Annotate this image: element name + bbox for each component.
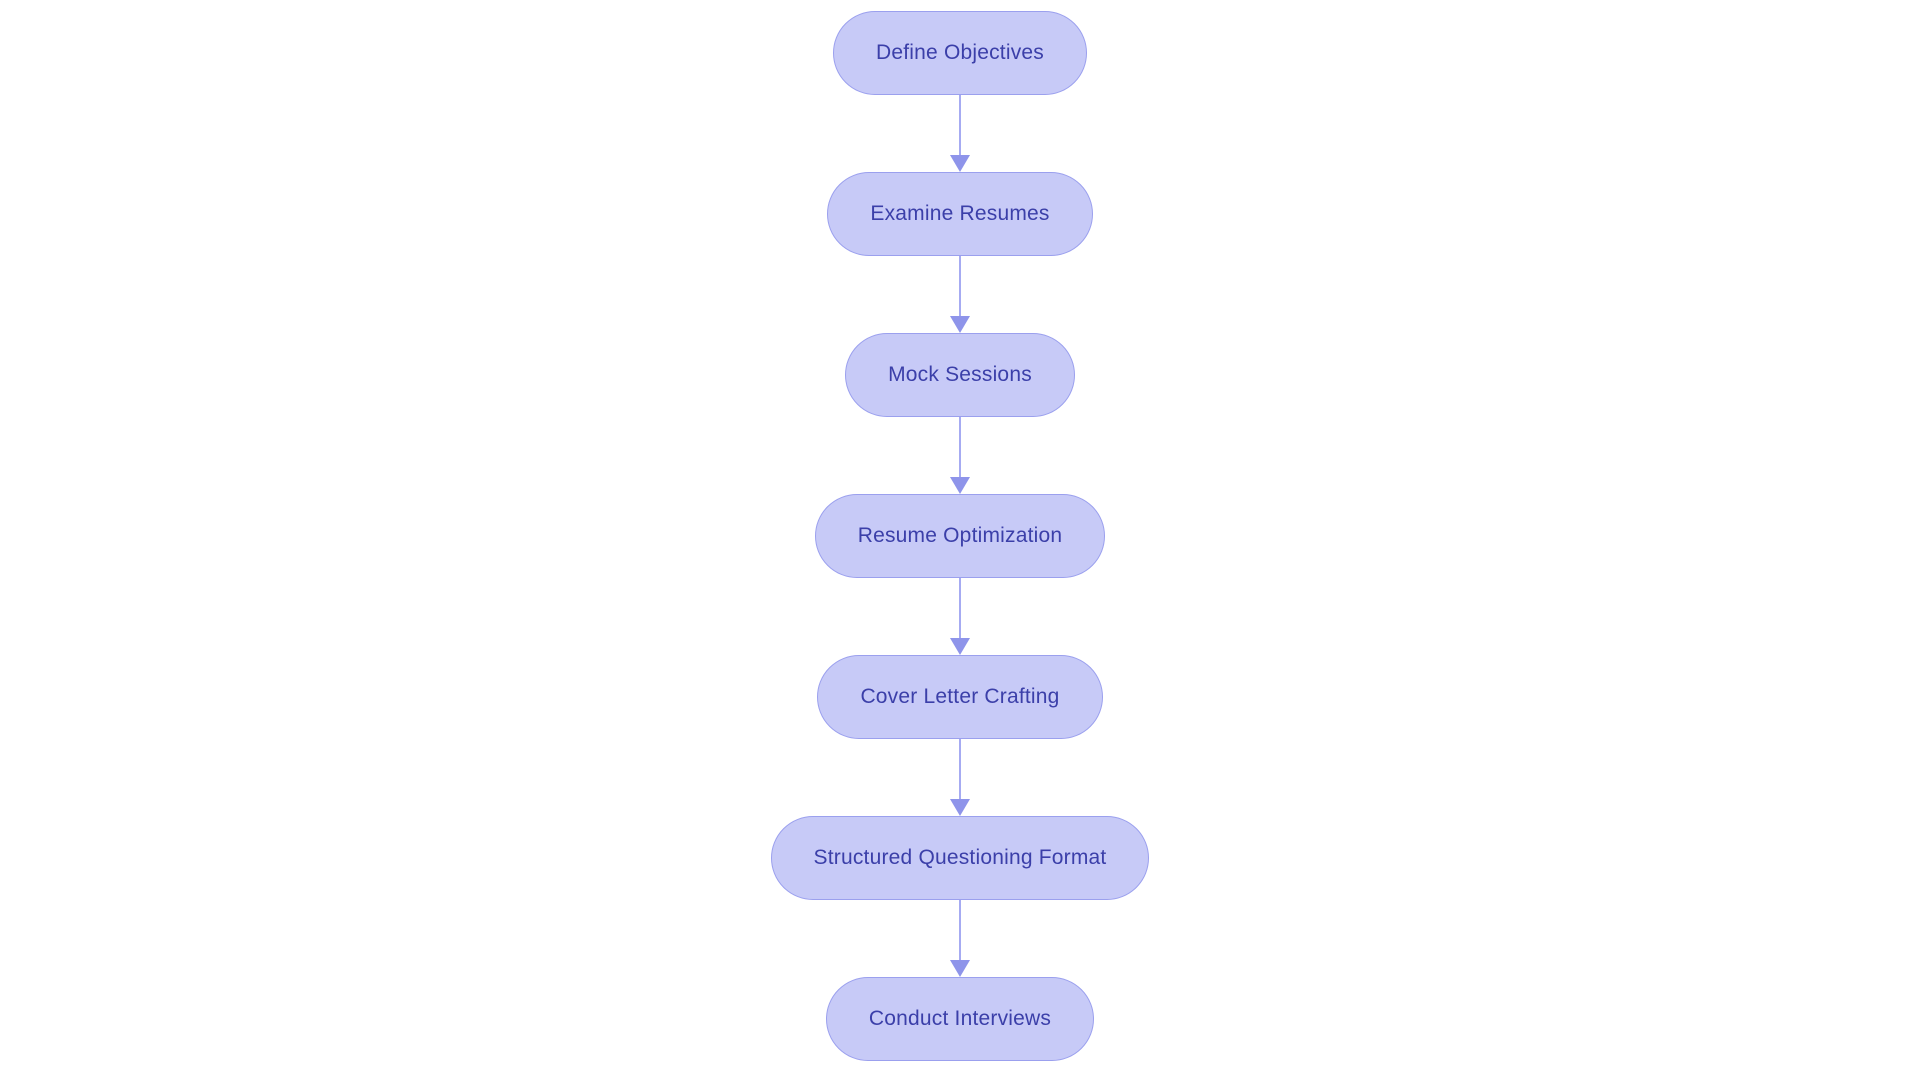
flow-node-conduct-interviews: Conduct Interviews	[825, 977, 1095, 1061]
node-label: Define Objectives	[876, 41, 1044, 64]
arrow-line	[958, 578, 962, 638]
node-label: Cover Letter Crafting	[860, 685, 1060, 708]
arrow-cover-letter-crafting-to-structured-questioning-format	[950, 739, 970, 816]
flow-node-define-objectives: Define Objectives	[833, 11, 1087, 95]
arrowhead-down-icon	[950, 477, 970, 494]
arrow-line	[958, 256, 962, 316]
arrowhead-down-icon	[950, 155, 970, 172]
arrowhead-down-icon	[950, 799, 970, 816]
flow-node-mock-sessions: Mock Sessions	[845, 333, 1075, 417]
flow-node-structured-questioning-format: Structured Questioning Format	[770, 816, 1150, 900]
node-label: Resume Optimization	[857, 524, 1063, 547]
arrowhead-down-icon	[950, 638, 970, 655]
flow-node-examine-resumes: Examine Resumes	[827, 172, 1093, 256]
node-label: Conduct Interviews	[868, 1007, 1052, 1030]
arrow-line	[958, 900, 962, 960]
arrow-line	[958, 95, 962, 155]
arrowhead-down-icon	[950, 960, 970, 977]
node-label: Examine Resumes	[870, 202, 1050, 225]
arrow-resume-optimization-to-cover-letter-crafting	[950, 578, 970, 655]
node-label: Structured Questioning Format	[813, 846, 1107, 869]
arrow-mock-sessions-to-resume-optimization	[950, 417, 970, 494]
flow-node-cover-letter-crafting: Cover Letter Crafting	[817, 655, 1103, 739]
arrow-define-objectives-to-examine-resumes	[950, 95, 970, 172]
arrow-structured-questioning-format-to-conduct-interviews	[950, 900, 970, 977]
arrow-line	[958, 739, 962, 799]
arrow-examine-resumes-to-mock-sessions	[950, 256, 970, 333]
arrowhead-down-icon	[950, 316, 970, 333]
flow-node-resume-optimization: Resume Optimization	[814, 494, 1106, 578]
arrow-line	[958, 417, 962, 477]
node-label: Mock Sessions	[888, 363, 1032, 386]
